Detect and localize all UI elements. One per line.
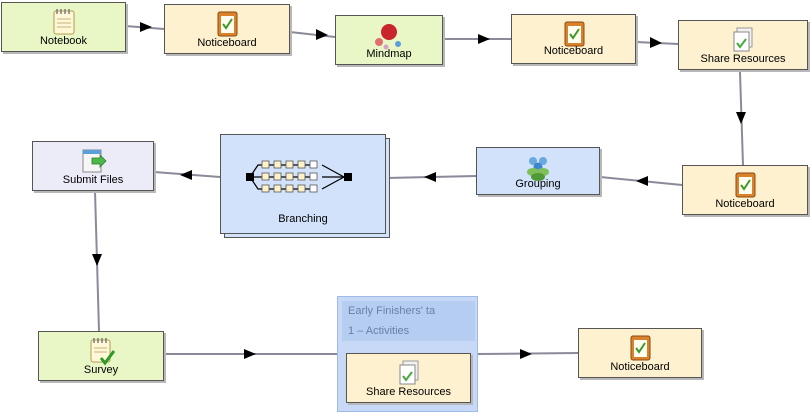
activity-grouping[interactable]: Grouping	[476, 147, 600, 195]
arrowhead-5	[736, 112, 746, 124]
arrowhead-4	[650, 37, 662, 48]
activity-noticeboard[interactable]: Noticeboard	[511, 14, 636, 64]
arrowhead-1	[140, 22, 152, 32]
activity-label: Noticeboard	[543, 45, 604, 57]
activity-label: Share Resources	[366, 386, 451, 398]
activity-label: Noticeboard	[610, 361, 670, 373]
share-resources-icon	[399, 360, 418, 385]
activity-label: Grouping	[515, 178, 561, 190]
activity-survey[interactable]: Survey	[38, 331, 164, 381]
arrowhead-11	[520, 349, 532, 359]
submit-files-icon	[82, 149, 107, 173]
activity-label: Branching	[278, 213, 328, 225]
arrowhead-9	[92, 254, 102, 266]
optional-group-count: 1 – Activities	[342, 321, 475, 341]
branching-icon	[246, 160, 352, 193]
noticeboard-icon	[217, 11, 238, 37]
optional-activities-group[interactable]: Early Finishers' ta 1 – Activities Share…	[337, 296, 478, 412]
noticeboard-icon	[735, 172, 756, 198]
arrowhead-6	[636, 176, 648, 186]
optional-group-title: Early Finishers' ta	[342, 301, 475, 321]
activity-notebook[interactable]: Notebook	[1, 2, 126, 52]
activity-share-resources[interactable]: Share Resources	[678, 20, 808, 70]
arrowhead-7	[424, 172, 436, 182]
activity-label: Mindmap	[366, 48, 412, 60]
activity-branching[interactable]: Branching	[220, 134, 386, 234]
activity-label: Noticeboard	[715, 198, 775, 210]
transition-arrowheads	[92, 22, 746, 359]
activity-mindmap[interactable]: Mindmap	[335, 15, 443, 65]
activity-label: Survey	[83, 364, 119, 376]
arrowhead-3	[478, 34, 490, 44]
notebook-icon	[53, 9, 74, 35]
noticeboard-icon	[630, 335, 651, 361]
transition-noticeboard-to-mindmap	[289, 31, 336, 38]
noticeboard-icon	[564, 21, 584, 47]
activity-noticeboard[interactable]: Noticeboard	[164, 4, 290, 54]
mindmap-icon	[375, 24, 401, 50]
share-resources-icon	[733, 27, 753, 52]
arrowhead-8	[180, 170, 192, 180]
arrowhead-2	[316, 29, 328, 40]
arrowhead-10	[244, 349, 256, 359]
survey-icon	[90, 338, 116, 366]
grouping-icon	[527, 157, 549, 181]
activity-label: Noticeboard	[197, 37, 257, 49]
activity-noticeboard[interactable]: Noticeboard	[682, 165, 808, 215]
activity-label: Share Resources	[700, 53, 786, 65]
activity-label: Submit Files	[62, 174, 124, 186]
activity-submit-files[interactable]: Submit Files	[32, 141, 154, 191]
activity-share-resources[interactable]: Share Resources	[346, 353, 471, 403]
activity-label: Notebook	[39, 35, 88, 47]
activity-noticeboard[interactable]: Noticeboard	[578, 328, 702, 378]
